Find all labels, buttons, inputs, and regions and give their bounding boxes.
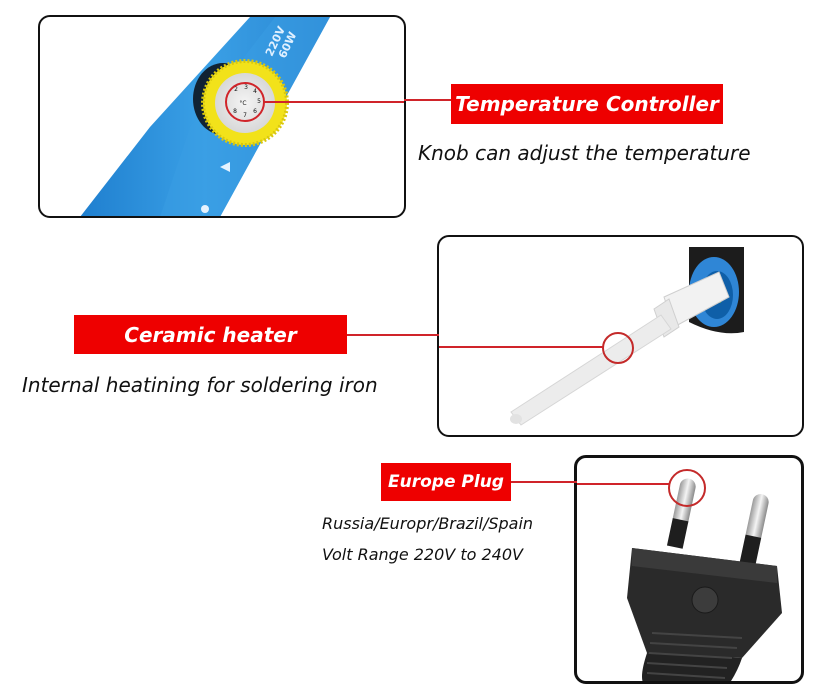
- ceramic-heater-leader-line: [347, 334, 439, 336]
- svg-text:6: 6: [253, 108, 257, 115]
- temperature-controller-label: Temperature Controller: [451, 84, 723, 124]
- ceramic-heater-label-text: Ceramic heater: [124, 322, 297, 347]
- europe-plug-label-text: Europe Plug: [388, 472, 504, 492]
- temperature-controller-label-text: Temperature Controller: [455, 92, 719, 116]
- temperature-knob-photo-panel: 220V 60W 2 3 4 5 6 7 8 °C: [38, 15, 406, 218]
- svg-text:3: 3: [244, 84, 248, 91]
- ceramic-heater-illustration: [439, 247, 744, 426]
- svg-text:7: 7: [243, 112, 247, 119]
- svg-text:5: 5: [257, 98, 261, 105]
- europe-plug-voltage-range: Volt Range 220V to 240V: [322, 545, 523, 564]
- europe-plug-leader-line: [511, 481, 577, 483]
- europe-plug-label: Europe Plug: [381, 463, 511, 501]
- svg-text:4: 4: [253, 88, 257, 95]
- europe-plug-illustration: [577, 469, 782, 681]
- europe-plug-photo-panel: [574, 455, 804, 684]
- svg-text:8: 8: [233, 108, 237, 115]
- ceramic-heater-photo-panel: [437, 235, 804, 437]
- temperature-controller-description: Knob can adjust the temperature: [418, 141, 751, 165]
- ceramic-heater-description: Internal heatining for soldering iron: [22, 373, 378, 397]
- soldering-iron-handle-illustration: 220V 60W 2 3 4 5 6 7 8 °C: [80, 17, 404, 216]
- temperature-leader-line: [404, 99, 452, 101]
- ceramic-heater-label: Ceramic heater: [74, 315, 347, 354]
- europe-plug-countries: Russia/Europr/Brazil/Spain: [322, 514, 534, 533]
- svg-text:2: 2: [234, 86, 238, 93]
- svg-text:°C: °C: [239, 100, 246, 107]
